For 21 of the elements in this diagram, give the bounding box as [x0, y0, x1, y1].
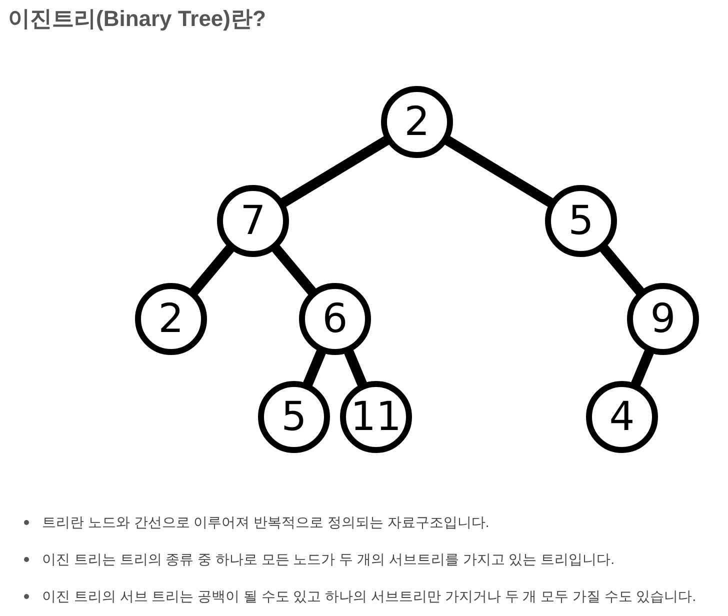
tree-edge-line	[598, 244, 646, 296]
tree-node: 7	[217, 185, 289, 257]
tree-node: 4	[586, 381, 658, 453]
tree-node: 5	[545, 185, 617, 257]
tree-edge-line	[444, 135, 554, 208]
tree-node: 9	[627, 283, 699, 355]
tree-edge-line	[302, 348, 326, 388]
tree-edge-line	[344, 348, 368, 388]
tree-node: 6	[299, 283, 371, 355]
tree-edge-line	[280, 135, 390, 208]
bullet-text: 이진 트리는 트리의 종류 중 하나로 모든 노드가 두 개의 서브트리를 가지고 있는 트리입니다.	[42, 550, 614, 569]
tree-node: 2	[381, 86, 453, 158]
tree-edge-line	[188, 244, 236, 296]
tree-node: 2	[135, 283, 207, 355]
tree-node: 5	[258, 381, 330, 453]
heading: 이진트리(Binary Tree)란?	[8, 5, 266, 33]
bullet-text: 트리란 노드와 간선으로 이루어져 반복적으로 정의되는 자료구조입니다.	[42, 513, 490, 532]
tree-edge-line	[270, 244, 318, 296]
tree-edge-line	[630, 348, 654, 388]
tree-node: 11	[340, 381, 412, 453]
bullet-text: 이진 트리의 서브 트리는 공백이 될 수도 있고 하나의 서브트리만 가지거나 두 개 모두 가질 수도 있습니다.	[42, 587, 696, 606]
